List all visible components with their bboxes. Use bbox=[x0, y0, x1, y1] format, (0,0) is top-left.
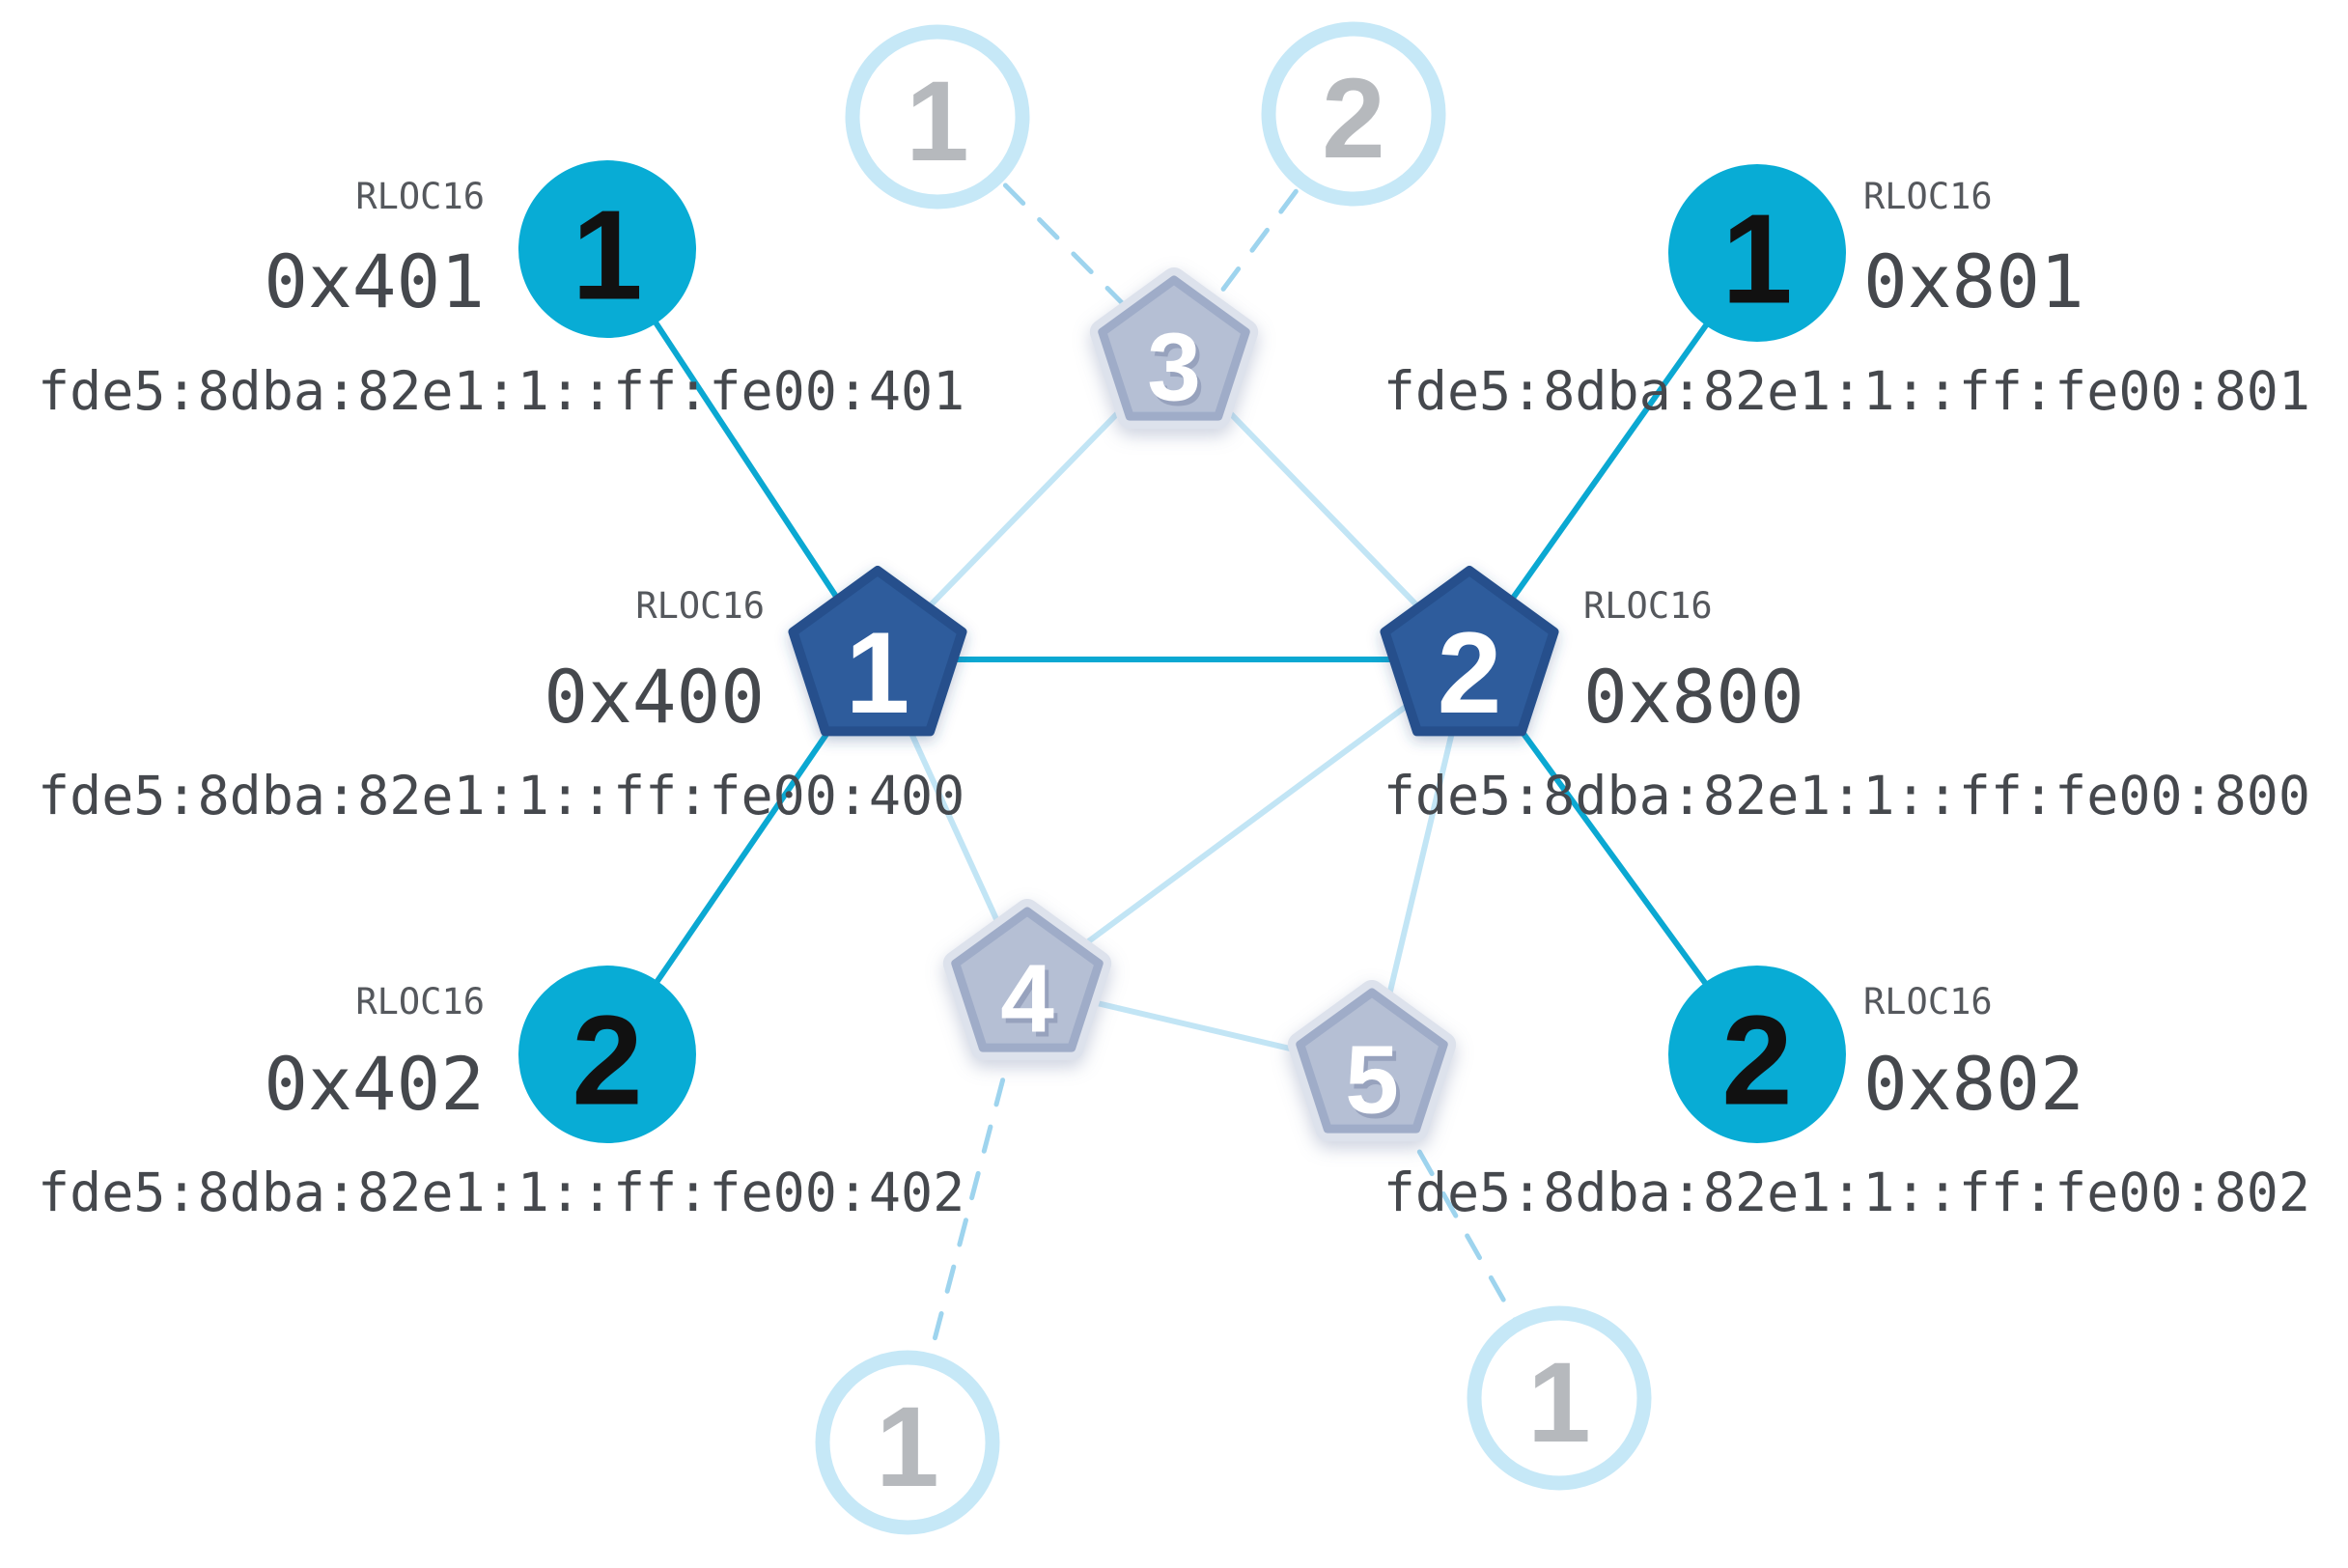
annotations-layer: RLOC160x401fde5:8dba:82e1:1::ff:fe00:401… bbox=[38, 176, 2310, 1223]
rloc16-value-400: 0x400 bbox=[544, 654, 765, 740]
child-2-right: 2 bbox=[1668, 966, 1846, 1143]
ghost-1-top-circle bbox=[845, 24, 1030, 210]
router-2-number: 2 bbox=[1438, 608, 1502, 738]
ghost-1-bottom-left-number: 1 bbox=[876, 1384, 939, 1511]
child-1-right-circle bbox=[1668, 164, 1846, 342]
rloc16-label-802: RLOC16 bbox=[1863, 981, 1993, 1022]
router-1-number: 1 bbox=[846, 608, 910, 738]
ghost-1-bottom-left-circle bbox=[815, 1350, 1000, 1535]
ipv6-address-401: fde5:8dba:82e1:1::ff:fe00:401 bbox=[38, 360, 964, 422]
ghost-1-top-number: 1 bbox=[906, 58, 969, 185]
rloc16-label-401: RLOC16 bbox=[355, 176, 485, 217]
child-2-left-circle bbox=[518, 966, 696, 1143]
ghost-1-top: 1 bbox=[845, 24, 1030, 210]
link-router-2-router-4 bbox=[1025, 657, 1471, 990]
router-5-number-shadow: 5 bbox=[1349, 1030, 1403, 1138]
ghost-2-top: 2 bbox=[1261, 21, 1446, 207]
router-4-number-shadow: 4 bbox=[1004, 949, 1058, 1057]
router-3-number: 3 bbox=[1147, 313, 1201, 421]
ipv6-address-800: fde5:8dba:82e1:1::ff:fe00:800 bbox=[1384, 765, 2310, 826]
child-2-right-number: 2 bbox=[1721, 990, 1792, 1132]
ipv6-address-402: fde5:8dba:82e1:1::ff:fe00:402 bbox=[38, 1162, 964, 1223]
ghost-2-top-number: 2 bbox=[1322, 55, 1385, 182]
child-1-right: 1 bbox=[1668, 164, 1846, 342]
router-4-number: 4 bbox=[1000, 944, 1054, 1052]
rloc16-label-800: RLOC16 bbox=[1583, 585, 1713, 627]
rloc16-value-801: 0x801 bbox=[1863, 238, 2084, 324]
child-2-left: 2 bbox=[518, 966, 696, 1143]
ghost-1-bottom-right: 1 bbox=[1467, 1305, 1652, 1491]
ghost-1-bottom-right-circle bbox=[1467, 1305, 1652, 1491]
router-3-number-shadow: 3 bbox=[1151, 318, 1205, 426]
router-1-pentagon bbox=[788, 566, 967, 737]
rloc16-label-402: RLOC16 bbox=[355, 981, 485, 1022]
router-4-pentagon bbox=[951, 907, 1104, 1052]
router-5-number: 5 bbox=[1345, 1025, 1399, 1134]
child-1-right-number: 1 bbox=[1721, 188, 1792, 330]
router-5-pentagon bbox=[1296, 988, 1448, 1134]
ipv6-address-400: fde5:8dba:82e1:1::ff:fe00:400 bbox=[38, 765, 964, 826]
ghost-1-bottom-left: 1 bbox=[815, 1350, 1000, 1535]
router-2: 2 bbox=[1380, 566, 1559, 738]
ipv6-address-801: fde5:8dba:82e1:1::ff:fe00:801 bbox=[1384, 360, 2310, 422]
child-2-left-number: 2 bbox=[572, 990, 642, 1132]
router-5: 55 bbox=[1287, 980, 1457, 1142]
child-2-right-circle bbox=[1668, 966, 1846, 1143]
router-3-pentagon bbox=[1098, 275, 1250, 421]
router-4: 44 bbox=[942, 899, 1112, 1061]
ipv6-address-802: fde5:8dba:82e1:1::ff:fe00:802 bbox=[1384, 1162, 2310, 1223]
ghost-1-bottom-right-number: 1 bbox=[1527, 1339, 1591, 1467]
child-1-left: 1 bbox=[518, 160, 696, 338]
nodes-layer: 33 44 55 1 2 1 2 1 2 1 2 1 1 bbox=[518, 21, 1846, 1535]
rloc16-value-802: 0x802 bbox=[1863, 1041, 2084, 1127]
router-1: 1 bbox=[788, 566, 967, 738]
router-3: 33 bbox=[1089, 267, 1259, 430]
rloc16-value-402: 0x402 bbox=[264, 1041, 485, 1127]
rloc16-label-801: RLOC16 bbox=[1863, 176, 1993, 217]
router-2-pentagon bbox=[1380, 566, 1559, 737]
rloc16-value-401: 0x401 bbox=[264, 238, 485, 324]
ghost-2-top-circle bbox=[1261, 21, 1446, 207]
child-1-left-number: 1 bbox=[572, 184, 642, 326]
child-1-left-circle bbox=[518, 160, 696, 338]
rloc16-label-400: RLOC16 bbox=[635, 585, 765, 627]
rloc16-value-800: 0x800 bbox=[1583, 654, 1804, 740]
